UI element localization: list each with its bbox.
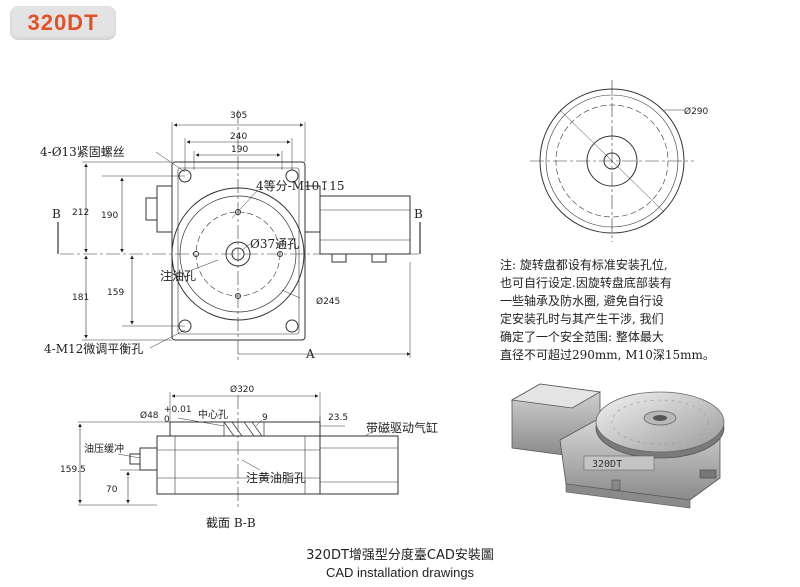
bolt-label: 4-Ø13紧固螺丝 [40,145,125,159]
dim-305: 305 [230,111,247,121]
oil-hole-label: 注油孔 [160,268,196,283]
dia-320: Ø320 [230,384,255,395]
air-cylinder [319,195,411,255]
section-mark-left: B [52,207,61,221]
model-badge: 320DT [10,6,116,40]
top-view [57,110,421,360]
section-mark-right: B [414,207,423,221]
section-turntable [169,421,321,437]
tolerance-plus: +0.01 [164,405,192,415]
section-body [156,435,321,495]
center-hole-label: 中心孔 [198,408,228,421]
round-view [530,80,694,242]
caption-chinese: 320DT增强型分度臺CAD安裝圖 [306,548,494,563]
section-view [78,392,399,510]
bore-label: Ø37通孔 [250,237,299,251]
dim-190-top: 190 [231,145,248,155]
damper-label: 油压缓冲 [84,442,124,455]
caption-english: CAD installation drawings [325,565,475,580]
bolt-hole [285,319,299,333]
dim-240: 240 [230,132,247,142]
dim-a-label: A [305,347,315,361]
product-render: 320DT [510,383,725,509]
installation-note: 注: 旋转盘都设有标准安装孔位, 也可自行设定.因旋转盘底部装有 一些轴承及防水… [500,258,715,362]
dim-159: 159 [107,288,124,298]
dia-48: Ø48 [140,410,159,421]
dia-290: Ø290 [684,106,709,117]
dim-159-5: 159.5 [60,465,86,475]
section-title: 截面 B-B [206,516,256,530]
render-model-label: 320DT [592,459,622,470]
tolerance-zero: 0 [164,415,170,425]
dim-70: 70 [106,485,118,495]
cylinder-label: 带磁驱动气缸 [366,420,438,435]
tap-label: 4等分-M10↧15 [256,179,345,193]
dim-9: 9 [262,413,268,423]
dim-190-left: 190 [101,211,118,221]
dim-181: 181 [72,293,89,303]
dia-245: Ø245 [316,296,340,307]
leveling-hole-label: 4-M12微调平衡孔 [44,342,143,356]
dim-212: 212 [72,208,89,218]
grease-hole-label: 注黄油脂孔 [246,470,306,485]
model-badge-text: 320DT [27,10,99,35]
dim-23-5: 23.5 [328,413,348,423]
